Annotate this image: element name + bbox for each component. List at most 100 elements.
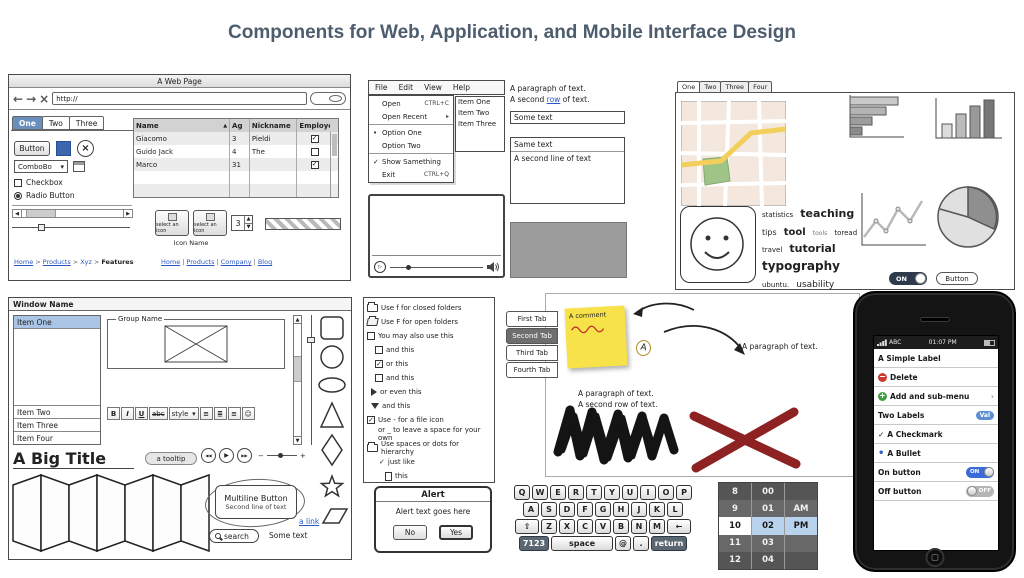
selected-minute[interactable]: 02 — [752, 517, 784, 535]
phone-row-checkmark[interactable]: ✓A Checkmark — [874, 425, 998, 444]
horizontal-scrollbar[interactable]: ◀ ▶ — [12, 209, 133, 218]
link-products[interactable]: Products — [186, 258, 215, 266]
align-right-icon[interactable]: ≡ — [227, 407, 241, 420]
emoji-icon[interactable]: ☺ — [241, 407, 255, 420]
text-area[interactable]: Same text A second line of text — [510, 137, 625, 204]
multiline-button[interactable]: Multiline Button Second line of text — [215, 485, 297, 519]
scroll-thumb[interactable] — [26, 210, 56, 217]
volume-plus-icon[interactable]: + — [299, 451, 306, 460]
period-key[interactable]: . — [633, 536, 649, 551]
next-icon[interactable]: ▶▶ — [237, 448, 252, 463]
key-k[interactable]: K — [649, 502, 665, 517]
minute-column[interactable]: 00 01 02 03 04 — [752, 483, 785, 570]
cover-flow-strip[interactable] — [11, 469, 211, 557]
toggle-on[interactable]: ON — [966, 466, 994, 478]
key-p[interactable]: P — [676, 485, 692, 500]
checkbox-row[interactable]: Checkbox — [14, 178, 63, 187]
strikethrough-icon[interactable]: abc — [149, 407, 168, 420]
key-n[interactable]: N — [631, 519, 647, 534]
yes-button[interactable]: Yes — [439, 525, 473, 540]
key-t[interactable]: T — [586, 485, 602, 500]
seek-knob[interactable] — [406, 264, 411, 270]
scroll-down-icon[interactable]: ▼ — [294, 436, 301, 444]
toggle-off[interactable]: OFF — [966, 485, 994, 497]
key-j[interactable]: J — [631, 502, 647, 517]
slider-knob[interactable] — [307, 337, 315, 343]
tree-item[interactable]: ✓or this — [375, 359, 409, 368]
tab-two[interactable]: Two — [699, 81, 722, 93]
tab-one[interactable]: One — [677, 81, 701, 93]
tree-item[interactable]: You may also use this — [367, 329, 491, 343]
url-input[interactable]: http:// — [52, 92, 307, 105]
col-name[interactable]: Name▲ — [134, 119, 230, 132]
hour-column[interactable]: 8 9 10 11 12 — [719, 483, 752, 570]
key-v[interactable]: V — [595, 519, 611, 534]
key-a[interactable]: A — [523, 502, 539, 517]
checkbox-unchecked-icon[interactable] — [367, 332, 375, 340]
checkbox-unchecked-icon[interactable] — [375, 374, 383, 382]
volume-minus-icon[interactable]: − — [258, 451, 264, 460]
volume-knob[interactable] — [277, 453, 283, 458]
tag[interactable]: typography — [762, 258, 840, 273]
number-stepper[interactable]: 3 ▲ ▼ — [231, 215, 253, 231]
tab-three[interactable]: Three — [720, 81, 750, 93]
col-age[interactable]: Ag — [229, 119, 249, 132]
tab-three[interactable]: Three — [68, 116, 105, 130]
table-row[interactable]: Giacomo 3 Pieldi ✓ — [134, 132, 338, 156]
vertical-slider[interactable] — [307, 315, 315, 445]
icon-select-button[interactable]: select an icon — [193, 210, 227, 236]
browser-titlebar[interactable]: A Web Page — [9, 75, 350, 88]
close-icon[interactable]: × — [39, 91, 50, 106]
key-i[interactable]: I — [640, 485, 656, 500]
link-home[interactable]: Home — [161, 258, 181, 266]
toggle-on[interactable]: ON — [889, 272, 927, 285]
scroll-left-icon[interactable]: ◀ — [13, 210, 22, 217]
sticky-note[interactable]: A comment — [564, 305, 628, 369]
col-employee[interactable]: Employe — [296, 119, 331, 132]
tree-item[interactable]: Use F for open folders — [366, 315, 491, 329]
combobox[interactable]: ComboBo▾ — [14, 160, 68, 173]
key-z[interactable]: Z — [541, 519, 557, 534]
key-q[interactable]: Q — [514, 485, 530, 500]
tree-item[interactable]: or _ to leave a space for your own — [378, 426, 481, 442]
volume-slider[interactable] — [266, 453, 297, 458]
tree-collapsed-icon[interactable] — [371, 388, 377, 396]
menu-view[interactable]: View — [424, 83, 442, 92]
shift-key[interactable]: ⇧ — [515, 519, 539, 534]
key-d[interactable]: D — [559, 502, 575, 517]
key-x[interactable]: X — [559, 519, 575, 534]
text-input[interactable]: Some text — [510, 111, 625, 124]
tag[interactable]: tools — [812, 229, 828, 237]
forward-icon[interactable]: → — [26, 91, 37, 106]
crumb-home[interactable]: Home — [14, 258, 34, 266]
menu-item-option-two[interactable]: Option Two — [382, 141, 421, 150]
key-c[interactable]: C — [577, 519, 593, 534]
menu-help[interactable]: Help — [452, 83, 471, 92]
list-item[interactable]: Item One — [458, 98, 491, 106]
tree-item[interactable]: and this — [367, 371, 491, 385]
tree-item[interactable]: or even this — [367, 385, 491, 399]
tree-item[interactable]: Use spaces or dots for hierarchy — [367, 440, 491, 456]
back-icon[interactable]: ← — [13, 91, 24, 106]
key-r[interactable]: R — [568, 485, 584, 500]
tab-fourth[interactable]: Fourth Tab — [506, 362, 558, 378]
tab-third[interactable]: Third Tab — [506, 345, 558, 361]
phone-row-delete[interactable]: −Delete — [874, 368, 998, 387]
bold-icon[interactable]: B — [107, 407, 120, 420]
style-dropdown[interactable]: style▾ — [168, 407, 199, 420]
circle-x-icon[interactable]: × — [77, 140, 94, 157]
pill-button[interactable]: Button — [936, 272, 978, 285]
slider[interactable] — [12, 224, 130, 231]
key-u[interactable]: U — [622, 485, 638, 500]
tree-item[interactable]: and this — [367, 343, 491, 357]
tab-two[interactable]: Two — [41, 116, 70, 130]
key-s[interactable]: S — [541, 502, 557, 517]
tree-item[interactable]: ✓Use - for a file icon — [367, 415, 444, 424]
key-o[interactable]: O — [658, 485, 674, 500]
tree-item[interactable]: and this — [367, 399, 491, 413]
stepper-up-icon[interactable]: ▲ — [246, 216, 251, 223]
tree-item[interactable]: this — [367, 469, 491, 483]
key-f[interactable]: F — [577, 502, 593, 517]
align-center-icon[interactable]: ≣ — [213, 407, 227, 420]
